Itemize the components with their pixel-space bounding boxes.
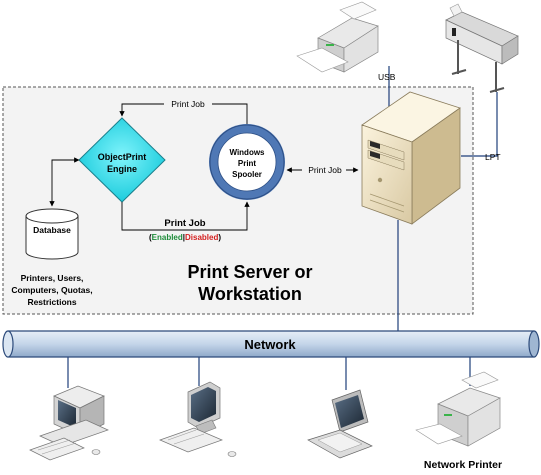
- laptop-icon: [307, 389, 373, 459]
- database-caption-line1: Printers, Users,: [21, 273, 84, 283]
- top-print-job-label: Print Job: [171, 99, 205, 109]
- lpt-link: [461, 92, 498, 157]
- windows-print-spooler-node: Windows Print Spooler: [209, 124, 285, 200]
- network-bus: Network: [2, 330, 540, 358]
- plotter-icon: [445, 3, 519, 93]
- database-caption-line3: Restrictions: [27, 297, 76, 307]
- enable-status-label: (Enabled|Disabled): [149, 233, 221, 242]
- spooler-label-line1: Windows: [229, 148, 265, 157]
- flat-panel-computer-icon: [159, 381, 237, 457]
- usb-printer-icon: [296, 1, 379, 73]
- network-label: Network: [244, 337, 296, 352]
- network-printer-label: Network Printer: [424, 459, 502, 471]
- usb-label: USB: [378, 72, 396, 82]
- spooler-label-line3: Spooler: [232, 170, 262, 179]
- engine-label-line2: Engine: [107, 164, 137, 174]
- database-label: Database: [33, 225, 71, 235]
- spooler-label-line2: Print: [238, 159, 257, 168]
- bottom-print-job-arrow: [121, 201, 250, 231]
- engine-database-arrow: [49, 157, 80, 207]
- engine-label-line1: ObjectPrint: [98, 152, 147, 162]
- bottom-print-job-label: Print Job: [164, 218, 205, 229]
- server-tower-icon: [361, 91, 461, 225]
- server-box-title-line1: Print Server or: [187, 262, 312, 282]
- desktop-computer-icon: [29, 385, 109, 461]
- lpt-label: LPT: [485, 152, 501, 162]
- database-caption-line2: Computers, Quotas,: [11, 285, 92, 295]
- database-icon: Database: [25, 208, 79, 260]
- network-printer-icon: [415, 371, 501, 447]
- middle-print-job-label: Print Job: [308, 165, 342, 175]
- server-box-title-line2: Workstation: [198, 284, 302, 304]
